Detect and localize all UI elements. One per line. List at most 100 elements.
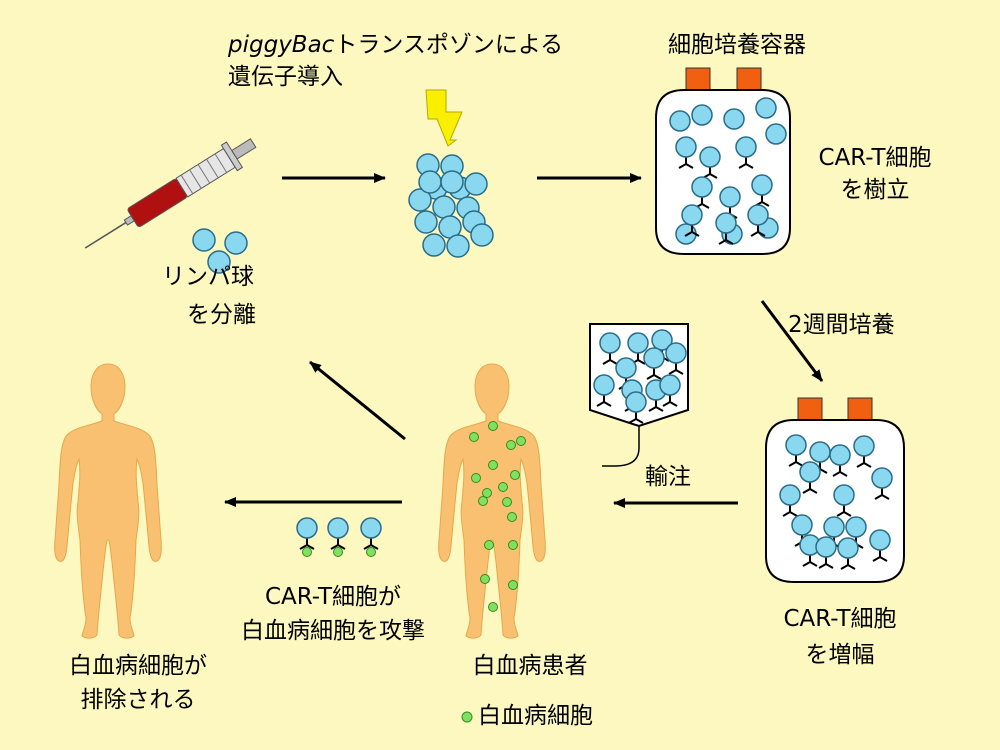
car-receptor	[802, 555, 818, 567]
leukemia-cell	[508, 540, 518, 550]
leukemia-cell	[506, 440, 516, 450]
leukemia-cell	[302, 547, 312, 557]
car-t-cell	[815, 536, 837, 558]
car-receptor	[646, 368, 662, 380]
car-t-cell	[675, 136, 697, 158]
lymphocyte-cell	[418, 170, 442, 194]
leukemia-cell	[507, 512, 517, 522]
car-receptor	[678, 157, 694, 169]
lymphocyte-cell	[440, 170, 464, 194]
car-t-cell	[809, 441, 831, 463]
car-t-cell	[651, 329, 673, 351]
car-receptor	[596, 395, 612, 407]
car-receptor	[668, 363, 684, 375]
car-t-cell	[823, 516, 845, 538]
eliminated-label-2: 排除される	[80, 687, 196, 713]
separate-label: を分離	[187, 302, 256, 328]
car-receptor	[648, 400, 664, 412]
car-t-cell	[747, 204, 769, 226]
car-t-expand-label: CAR-T細胞	[783, 606, 897, 632]
car-t-cell	[593, 374, 615, 396]
car-receptor	[602, 353, 618, 365]
leukemia-cells-in-patient	[469, 421, 526, 612]
leukemia-cell	[484, 540, 494, 550]
syringe-icon	[84, 138, 257, 249]
cured-human-figure	[54, 363, 162, 639]
legend-leukemia-label: 白血病細胞	[478, 703, 593, 729]
lymphocyte-cell	[691, 104, 713, 126]
car-t-attack-label-1: CAR-T細胞が	[264, 584, 402, 610]
car-receptor	[750, 225, 766, 237]
car-t-cell	[799, 461, 821, 483]
car-receptor	[832, 465, 848, 477]
car-receptor	[802, 482, 818, 494]
lymphocyte-cell	[207, 250, 231, 274]
car-receptor	[718, 233, 734, 245]
car-receptor	[872, 550, 888, 562]
leukemia-cell	[516, 436, 526, 446]
car-receptor	[330, 538, 346, 550]
car-t-cell	[665, 342, 687, 364]
lymphocyte-cell	[669, 110, 691, 132]
lymphocyte-cell	[408, 188, 432, 212]
car-receptor	[662, 395, 678, 407]
patient-label: 白血病患者	[472, 653, 588, 679]
car-t-cell-label: CAR-T細胞	[818, 145, 932, 171]
lymphocyte-cell	[446, 234, 470, 258]
lymphocyte-cell	[470, 223, 494, 247]
car-t-cell	[296, 517, 318, 539]
eliminated-label-1: 白血病細胞が	[69, 653, 207, 679]
lymphocyte-cell	[765, 123, 787, 145]
leukemia-cell	[488, 421, 498, 431]
leukemia-cell	[480, 574, 490, 584]
car-t-cell	[791, 514, 813, 536]
car-receptor	[818, 557, 834, 569]
leukemia-cell	[482, 488, 492, 498]
car-t-cell	[869, 529, 891, 551]
car-t-cell	[681, 204, 703, 226]
lymphocyte-cell	[224, 231, 248, 255]
lymphocyte-cells	[192, 97, 893, 570]
transposon-label: piggyBacトランスポゾンによる	[228, 32, 564, 58]
car-receptor	[874, 488, 890, 500]
leukemia-cell	[469, 432, 479, 442]
car-t-cell	[837, 537, 859, 559]
lightning-icon	[425, 89, 463, 147]
two-week-culture-label: 2週間培養	[788, 312, 895, 338]
car-t-attack-label-2: 白血病細胞を攻撃	[241, 618, 425, 644]
car-receptor	[628, 412, 644, 424]
car-t-cell	[829, 444, 851, 466]
leukemia-cell	[471, 473, 481, 483]
expand-label: を増幅	[805, 642, 875, 668]
legend-leukemia-dot	[461, 711, 473, 723]
car-t-cell	[327, 517, 349, 539]
car-t-cell	[615, 357, 637, 379]
lymphocyte-cell	[464, 172, 488, 196]
car-receptor	[840, 558, 856, 570]
car-receptor	[856, 456, 872, 468]
car-t-cell	[643, 347, 665, 369]
lymphocyte-cell	[422, 233, 446, 257]
leukemia-cell	[333, 547, 343, 557]
leukemia-cell	[508, 580, 518, 590]
lymphocyte-cell	[723, 108, 745, 130]
car-t-cell	[659, 374, 681, 396]
leukemia-cell	[488, 460, 498, 470]
gene-transfer-label: 遺伝子導入	[228, 64, 343, 90]
lymphocyte-cell	[755, 97, 777, 119]
patient-figure	[438, 363, 546, 639]
car-t-cell	[627, 332, 649, 354]
car-t-cell	[719, 186, 741, 208]
car-t-cell	[699, 146, 721, 168]
leukemia-cell	[366, 547, 376, 557]
arrow-culture	[760, 300, 824, 382]
lymphocyte-cell	[414, 210, 438, 234]
car-t-cell	[871, 467, 893, 489]
leukemia-cell	[510, 470, 520, 480]
car-t-cell	[360, 517, 382, 539]
car-t-cell	[715, 212, 737, 234]
culture-vessel-label: 細胞培養容器	[668, 32, 806, 58]
car-t-cell	[853, 435, 875, 457]
car-t-cell	[751, 174, 773, 196]
